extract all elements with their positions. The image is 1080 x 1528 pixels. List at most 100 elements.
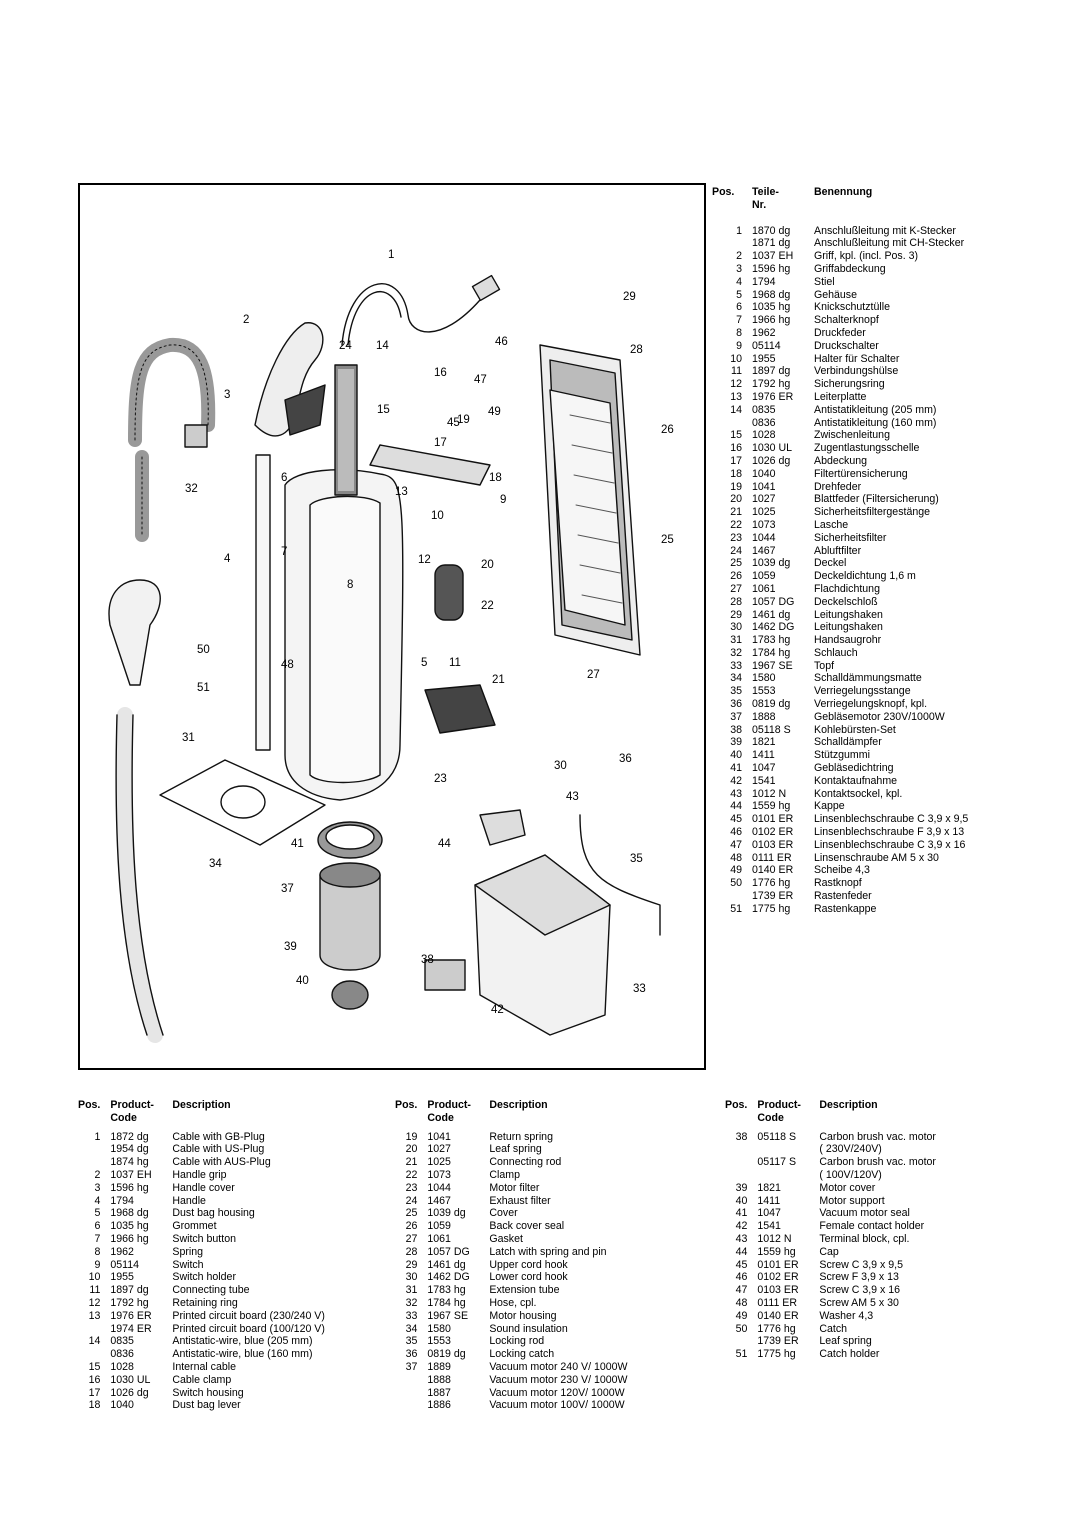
part-number-cell: 1553 [752,685,776,698]
pos-cell: 16 [88,1373,101,1386]
part-number-cell: 1035 hg [752,301,791,314]
description-cell: Return spring [489,1130,553,1143]
part-number-cell: 1073 [752,518,776,531]
part-number-cell: 1462 DG [427,1271,470,1284]
part-number-cell: 1461 dg [427,1258,466,1271]
part-number-cell: 1966 hg [752,314,791,327]
callout-50: 50 [197,644,210,656]
description-cell: Filtertürensicherung [814,467,908,480]
pos-cell: 51 [730,902,742,915]
pos-cell: 1 [94,1130,101,1143]
callout-45: 45 [447,417,460,429]
table-header-row: Pos. Product-Code Description [725,1099,999,1125]
callout-11: 11 [449,657,461,669]
pos-cell [78,1156,100,1169]
pos-cell: 12 [88,1296,101,1309]
callout-46: 46 [495,336,508,348]
description-cell: Linsenblechschraube C 3,9 x 16 [814,838,966,851]
pos-cell: 20 [405,1143,418,1156]
part-number-cell: 1028 [110,1360,134,1373]
part-number-cell: 1794 [752,275,776,288]
part-number-cell: 1044 [427,1181,451,1194]
pos-cell: 18 [88,1399,101,1412]
description-cell: Handle cover [172,1181,235,1194]
pos-cell: 49 [730,864,742,877]
callout-47: 47 [474,374,487,386]
description-cell: Switch button [172,1232,236,1245]
part-number-cell: 1792 hg [110,1296,149,1309]
part-number-cell: 1962 [752,326,776,339]
part-number-cell [747,1143,819,1156]
part-number-cell: 1968 dg [110,1207,149,1220]
pos-cell: 9 [94,1258,101,1271]
description-cell: Screw AM 5 x 30 [819,1296,899,1309]
description-cell: Screw C 3,9 x 16 [819,1284,901,1297]
part-number-cell: 1061 [427,1232,451,1245]
description-cell: Leitungshaken [814,608,883,621]
callout-25: 25 [661,534,674,546]
pos-cell: 14 [730,403,742,416]
callout-37: 37 [281,883,294,895]
description-cell: Linsenblechschraube F 3,9 x 13 [814,826,965,839]
description-cell: Sound insulation [489,1322,568,1335]
description-cell: Linsenschraube AM 5 x 30 [814,851,939,864]
part-number-cell: 05118 S [752,723,791,736]
part-number-cell: 0819 dg [427,1348,466,1361]
description-cell: Kohlebürsten-Set [814,723,896,736]
col-header-pos: Pos. [725,1099,748,1111]
pos-cell: 26 [730,570,742,583]
description-cell: Stiel [814,275,835,288]
description-cell: Handsaugrohr [814,634,882,647]
pos-cell: 46 [730,826,742,839]
pos-cell: 25 [405,1207,418,1220]
pos-cell: 11 [731,365,742,378]
description-cell: Washer 4,3 [819,1309,874,1322]
description-cell: Sicherheitsfiltergestänge [814,506,931,519]
col-header-description: Description [172,1099,231,1111]
pos-cell: 28 [405,1245,418,1258]
pos-cell: 40 [735,1194,748,1207]
description-cell: Terminal block, cpl. [819,1232,910,1245]
pos-cell [712,417,742,430]
pos-cell: 8 [736,326,742,339]
pos-cell: 19 [730,480,742,493]
part-number-cell: 1775 hg [757,1348,796,1361]
description-cell: Cable with AUS-Plug [172,1156,271,1169]
pos-cell: 41 [730,762,742,775]
pos-cell: 17 [730,454,742,467]
pos-cell: 23 [405,1181,418,1194]
part-number-cell: 1044 [752,531,776,544]
part-number-cell: 1541 [757,1220,781,1233]
pos-cell: 33 [730,659,742,672]
pos-cell: 3 [736,262,742,275]
part-number-cell: 1870 dg [752,224,791,237]
description-cell: Latch with spring and pin [489,1245,607,1258]
pos-cell: 4 [94,1194,101,1207]
description-cell: Antistatic-wire, blue (205 mm) [172,1335,313,1348]
description-cell: Cover [489,1207,518,1220]
pos-cell: 45 [735,1258,748,1271]
part-number-cell: 1012 N [757,1232,792,1245]
description-cell: Lasche [814,518,849,531]
callout-9: 9 [500,494,507,506]
